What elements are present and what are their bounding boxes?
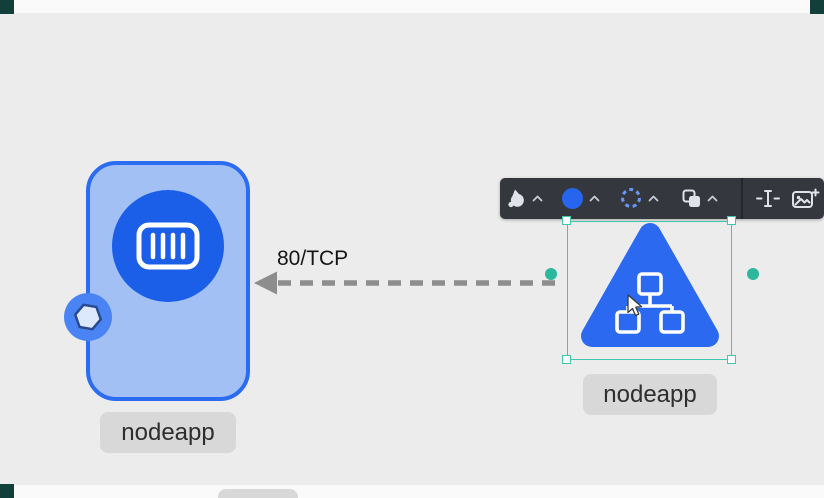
text-cursor-icon[interactable] [755, 188, 781, 209]
resize-handle-bottom-left[interactable] [562, 355, 571, 364]
connection-arrow[interactable] [248, 262, 568, 304]
layers-icon[interactable] [681, 188, 702, 209]
resize-handle-top-right[interactable] [727, 216, 736, 225]
image-add-icon[interactable] [791, 188, 820, 209]
chevron-icon[interactable] [589, 195, 600, 202]
floating-toolbar [500, 178, 824, 219]
container-icon [136, 222, 200, 270]
bottom-edge-strip [0, 485, 824, 498]
node-card[interactable]: node [64, 161, 298, 498]
corner-marker-top-left [0, 0, 14, 14]
corner-marker-bottom-left [0, 484, 14, 498]
mouse-cursor-icon [627, 294, 643, 317]
node-badge[interactable] [64, 293, 112, 341]
chevron-icon[interactable] [532, 195, 543, 202]
left-node-name-label[interactable]: nodeapp [100, 412, 236, 453]
hexagon-node-icon [73, 303, 103, 331]
corner-marker-top-right [810, 0, 824, 14]
node-type-label: node [218, 489, 298, 498]
connection-port-left[interactable] [545, 268, 557, 280]
node-circle [112, 190, 224, 302]
connection-port-label: 80/TCP [277, 247, 349, 270]
chevron-icon[interactable] [707, 195, 718, 202]
resize-handle-top-left[interactable] [562, 216, 571, 225]
selection-box [567, 221, 732, 360]
toolbar-separator [741, 178, 743, 219]
shape-icon[interactable] [507, 187, 529, 209]
resize-handle-bottom-right[interactable] [727, 355, 736, 364]
chevron-icon[interactable] [648, 195, 659, 202]
selected-node-name-label[interactable]: nodeapp [583, 374, 717, 415]
dashed-circle-icon[interactable] [619, 186, 643, 210]
filled-circle-icon[interactable] [562, 188, 583, 209]
top-edge-strip [0, 0, 824, 13]
selected-node-shape[interactable] [576, 216, 724, 356]
connection-port-right[interactable] [747, 268, 759, 280]
